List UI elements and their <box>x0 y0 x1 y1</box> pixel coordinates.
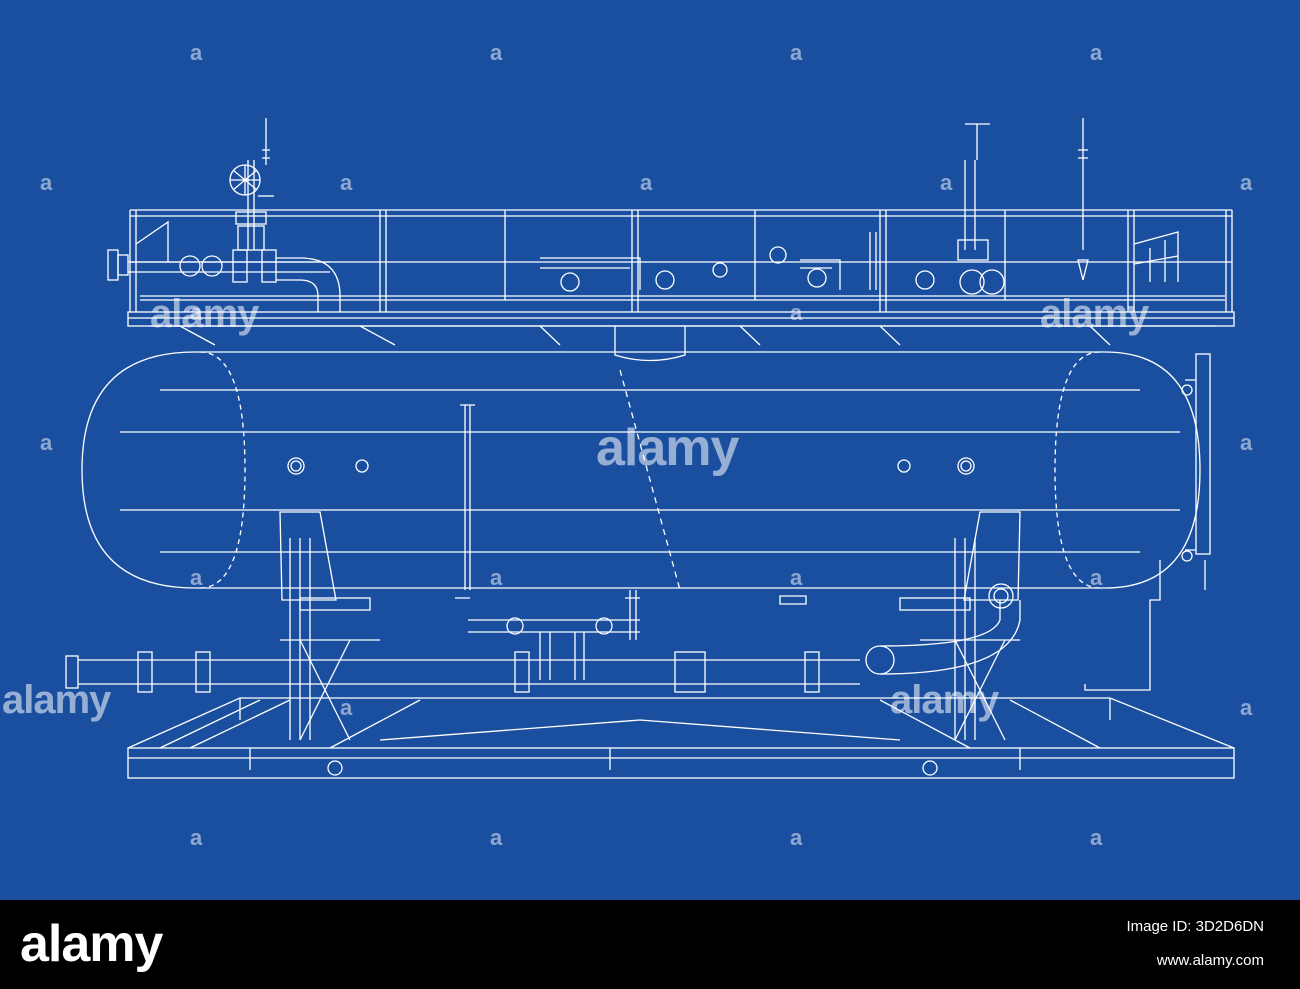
watermark-logo: alamy <box>2 678 111 722</box>
lower-piping <box>65 560 1206 693</box>
watermark-mark: a <box>1240 695 1253 720</box>
watermark-logo: alamy <box>890 678 999 722</box>
watermark-mark: a <box>1090 565 1103 590</box>
watermark-mark: a <box>1090 825 1103 850</box>
watermark-mark: a <box>790 565 803 590</box>
footer-logo: alamy <box>20 915 163 973</box>
watermark-mark: a <box>40 430 53 455</box>
separator-vessel-blueprint <box>65 118 1235 779</box>
stock-footer: alamy Image ID: 3D2D6DN www.alamy.com <box>0 900 1300 989</box>
watermark-mark: a <box>190 825 203 850</box>
top-platform <box>127 209 1235 362</box>
watermark-mark: a <box>190 40 203 65</box>
watermark-mark: a <box>40 170 53 195</box>
watermark-mark: a <box>490 565 503 590</box>
blueprint-canvas: alamy alamy alamy alamy alamy a a a a a … <box>2 40 1253 850</box>
watermark-mark: a <box>1240 170 1253 195</box>
skid-frame <box>127 639 1235 779</box>
pressure-vessel <box>81 351 1211 591</box>
watermark-mark: a <box>790 40 803 65</box>
platform-piping-right <box>540 118 1089 295</box>
watermark-mark: a <box>340 695 353 720</box>
watermark-logo: alamy <box>1040 292 1149 336</box>
watermark-logo: alamy <box>596 419 739 477</box>
watermark-mark: a <box>940 170 953 195</box>
image-id: Image ID: 3D2D6DN <box>1126 918 1264 935</box>
footer-url: www.alamy.com <box>1156 952 1264 969</box>
watermark-mark: a <box>190 565 203 590</box>
watermark-mark: a <box>790 825 803 850</box>
watermark-mark: a <box>340 170 353 195</box>
watermark-mark: a <box>490 825 503 850</box>
watermark-mark: a <box>1090 40 1103 65</box>
watermark-mark: a <box>1240 430 1253 455</box>
watermark-mark: a <box>190 300 203 325</box>
watermark-logo: alamy <box>150 292 259 336</box>
watermark-mark: a <box>490 40 503 65</box>
platform-piping-left <box>107 118 341 312</box>
watermark-mark: a <box>790 300 803 325</box>
watermark-mark: a <box>640 170 653 195</box>
